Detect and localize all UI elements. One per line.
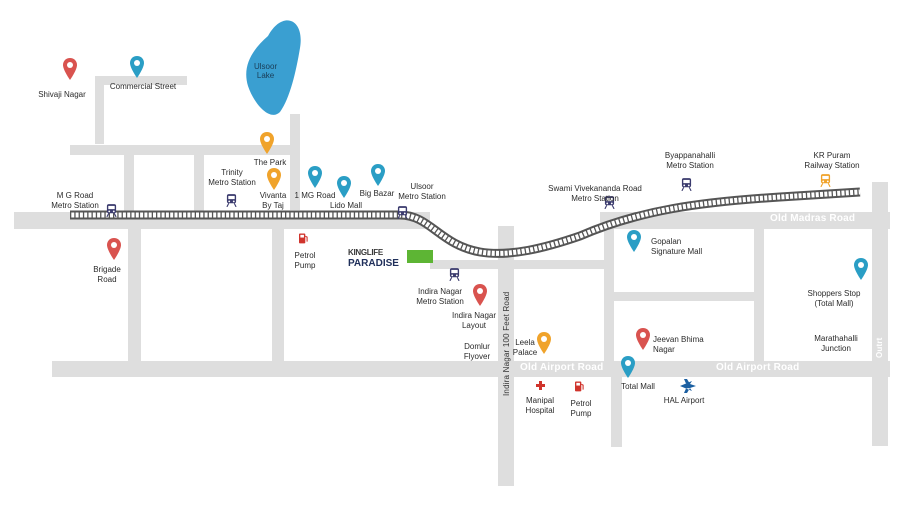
shivaji-nagar-label: Shivaji Nagar <box>38 90 86 99</box>
indira-nagar-metro-icon <box>449 268 460 281</box>
hospital-icon <box>536 381 545 390</box>
road-inner-v <box>604 226 614 366</box>
shoppers-stop-pin-icon <box>854 258 868 280</box>
100-feet-road-label: Indira Nagar 100 Feet Road <box>502 291 511 396</box>
road-commercial <box>95 76 187 85</box>
leela-palace-label: Leela Palace <box>512 338 538 357</box>
byappanahalli-metro-icon <box>681 178 692 191</box>
lido-mall-pin-icon <box>337 176 351 198</box>
road-park-v <box>290 114 300 210</box>
road-inner-h <box>430 260 610 269</box>
road-park-h <box>70 145 300 155</box>
gopalan-pin-icon <box>627 230 641 252</box>
commercial-street-pin-icon <box>130 56 144 78</box>
shoppers-stop-label: Shoppers Stop (Total Mall) <box>807 289 861 308</box>
indira-nagar-metro-label: Indira Nagar Metro Station <box>416 287 464 306</box>
shivaji-nagar-pin-icon <box>63 58 77 80</box>
brigade-road-label: Brigade Road <box>93 265 121 284</box>
vivanta-pin-icon <box>267 168 281 190</box>
byappanahalli-metro-label: Byappanahalli Metro Station <box>664 151 716 170</box>
road-v1 <box>124 145 134 215</box>
road-mg-north <box>95 76 104 144</box>
jeevan-bhima-nagar-label: Jeevan Bhima Nagar <box>653 335 704 354</box>
ulsoor-lake-label: Ulsoor Lake <box>254 62 278 80</box>
road-network <box>14 76 890 486</box>
indira-nagar-layout-pin-icon <box>473 284 487 306</box>
total-mall-label: Total Mall <box>621 382 655 391</box>
ulsoor-lake <box>246 20 301 115</box>
trinity-metro-icon <box>226 194 237 207</box>
road-main-right <box>600 212 890 229</box>
domlur-flyover-label: Domlur Flyover <box>463 342 491 361</box>
old-madras-road-label: Old Madras Road <box>463 213 549 224</box>
old-airport-road-label: Old Airport Road <box>520 362 604 373</box>
marathahalli-junction-label: Marathahalli Junction <box>814 334 858 353</box>
jeevan-bhima-pin-icon <box>636 328 650 350</box>
kr-puram-railway-icon <box>820 174 831 187</box>
mg-road-metro-label: M G Road Metro Station <box>51 191 99 210</box>
petrol-pump-2-icon <box>575 380 584 392</box>
swami-vivekananda-metro-label: Swami Vivekananda Road Metro Station <box>548 184 642 203</box>
road-100ft <box>498 226 514 486</box>
brigade-road-pin-icon <box>107 238 121 260</box>
airplane-icon <box>680 379 696 393</box>
hal-airport-label: HAL Airport <box>663 396 705 405</box>
old-madras-road-label-2: Old Madras Road <box>770 213 856 224</box>
petrol-pump-icon <box>299 232 308 244</box>
road-airport <box>52 361 890 377</box>
road-gopalan-v <box>754 226 764 366</box>
trinity-metro-label: Trinity Metro Station <box>208 168 256 187</box>
vivanta-label: Vivanta By Taj <box>259 191 287 210</box>
commercial-street-label: Commercial Street <box>109 82 177 91</box>
brand-line-1: KINGLIFE <box>348 248 383 257</box>
road-outer-ring <box>872 182 888 446</box>
ulsoor-metro-label: Ulsoor Metro Station <box>398 182 446 201</box>
brand-line-2: PARADISE <box>348 258 399 269</box>
lido-mall-label: Lido Mall <box>329 201 363 210</box>
the-park-label: The Park <box>253 158 287 167</box>
petrol-pump-2-label: Petrol Pump <box>570 399 592 418</box>
one-mg-road-pin-icon <box>308 166 322 188</box>
metro-railway <box>70 187 861 258</box>
road-brigade <box>128 229 141 363</box>
kr-puram-station-label: KR Puram Railway Station <box>804 151 860 170</box>
old-airport-road-label-2: Old Airport Road <box>716 362 800 373</box>
road-south-v <box>611 377 622 447</box>
manipal-hospital-label: Manipal Hospital <box>525 396 555 415</box>
project-site-marker <box>407 250 433 263</box>
big-bazar-pin-icon <box>371 164 385 186</box>
gopalan-mall-label: Gopalan Signature Mall <box>651 237 703 256</box>
road-petrol <box>272 229 284 363</box>
leela-palace-pin-icon <box>537 332 551 354</box>
road-v2 <box>194 145 204 215</box>
road-inner-h2 <box>614 292 764 301</box>
indira-nagar-layout-label: Indira Nagar Layout <box>451 311 497 330</box>
big-bazar-label: Big Bazar <box>359 189 395 198</box>
outer-ring-road-label: Outrt <box>875 337 884 358</box>
project-logo: KINGLIFE PARADISE <box>348 247 399 269</box>
petrol-pump-label: Petrol Pump <box>294 251 316 270</box>
one-mg-road-label: 1 MG Road <box>294 191 336 200</box>
